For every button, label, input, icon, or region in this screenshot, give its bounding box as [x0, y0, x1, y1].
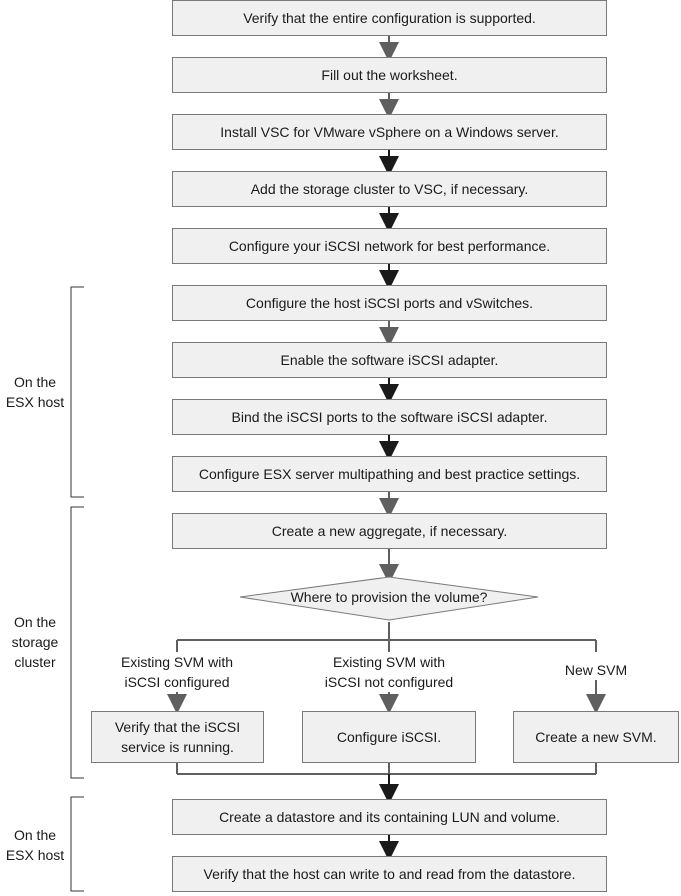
- step-create-new-svm: Create a new SVM.: [513, 711, 679, 763]
- step-text: Configure ESX server multipathing and be…: [198, 466, 581, 482]
- group-label-storage-cluster: On the storage cluster: [0, 612, 70, 672]
- step-create-datastore: Create a datastore and its containing LU…: [172, 799, 607, 835]
- step-add-storage-cluster: Add the storage cluster to VSC, if neces…: [172, 171, 607, 207]
- step-text: Create a new aggregate, if necessary.: [271, 523, 508, 539]
- group-label-line: storage: [11, 634, 59, 650]
- step-text: Create a datastore and its containing LU…: [219, 809, 560, 825]
- step-text: Add the storage cluster to VSC, if neces…: [250, 181, 529, 197]
- step-enable-software-adapter: Enable the software iSCSI adapter.: [172, 342, 607, 378]
- group-label-line: On the: [13, 827, 57, 843]
- branch-label-existing-not-configured: Existing SVM with iSCSI not configured: [304, 652, 474, 692]
- step-verify-iscsi-service: Verify that the iSCSI service is running…: [91, 711, 264, 763]
- branch-label-existing-configured: Existing SVM with iSCSI configured: [97, 652, 257, 692]
- group-label-line: On the: [13, 374, 57, 390]
- step-create-aggregate: Create a new aggregate, if necessary.: [172, 513, 607, 549]
- decision-label: Where to provision the volume?: [290, 589, 488, 605]
- group-label-line: cluster: [14, 654, 56, 670]
- branch-label-line: Existing SVM with: [120, 654, 234, 670]
- branch-label-line: Existing SVM with: [332, 654, 446, 670]
- box-line: Verify that the iSCSI: [114, 719, 241, 735]
- step-verify-configuration: Verify that the entire configuration is …: [172, 0, 607, 36]
- group-label-line: On the: [13, 614, 57, 630]
- group-label-esx-host-bottom: On the ESX host: [0, 825, 70, 865]
- step-text: Configure the host iSCSI ports and vSwit…: [245, 295, 534, 311]
- step-configure-iscsi-network: Configure your iSCSI network for best pe…: [172, 228, 607, 264]
- step-text: Verify that the host can write to and re…: [203, 866, 576, 882]
- step-fill-worksheet: Fill out the worksheet.: [172, 57, 607, 93]
- group-label-esx-host-top: On the ESX host: [0, 372, 70, 412]
- step-text: Enable the software iSCSI adapter.: [280, 352, 499, 368]
- step-text: Install VSC for VMware vSphere on a Wind…: [220, 124, 559, 140]
- branch-label-line: iSCSI configured: [124, 674, 230, 690]
- branch-label-line: iSCSI not configured: [324, 674, 454, 690]
- branch-label-new-svm: New SVM: [536, 660, 656, 680]
- group-label-line: ESX host: [5, 847, 65, 863]
- step-text: Fill out the worksheet.: [321, 67, 458, 83]
- step-configure-multipathing: Configure ESX server multipathing and be…: [172, 456, 607, 492]
- bracket-esx-host-top: [70, 286, 84, 498]
- box-line: Create a new SVM.: [535, 729, 657, 745]
- box-line: Configure iSCSI.: [336, 729, 442, 745]
- step-configure-iscsi: Configure iSCSI.: [302, 711, 476, 763]
- step-install-vsc: Install VSC for VMware vSphere on a Wind…: [172, 114, 607, 150]
- step-configure-host-ports: Configure the host iSCSI ports and vSwit…: [172, 285, 607, 321]
- group-label-line: ESX host: [5, 394, 65, 410]
- box-line: service is running.: [121, 739, 234, 755]
- step-text: Verify that the entire configuration is …: [243, 10, 536, 26]
- step-bind-iscsi-ports: Bind the iSCSI ports to the software iSC…: [172, 399, 607, 435]
- decision-diamond: [239, 576, 539, 621]
- bracket-esx-host-bottom: [70, 796, 84, 892]
- bracket-storage-cluster: [70, 506, 84, 779]
- step-verify-host-read-write: Verify that the host can write to and re…: [172, 856, 607, 892]
- step-text: Bind the iSCSI ports to the software iSC…: [231, 409, 548, 425]
- step-text: Configure your iSCSI network for best pe…: [228, 238, 551, 254]
- branch-label-line: New SVM: [564, 662, 628, 678]
